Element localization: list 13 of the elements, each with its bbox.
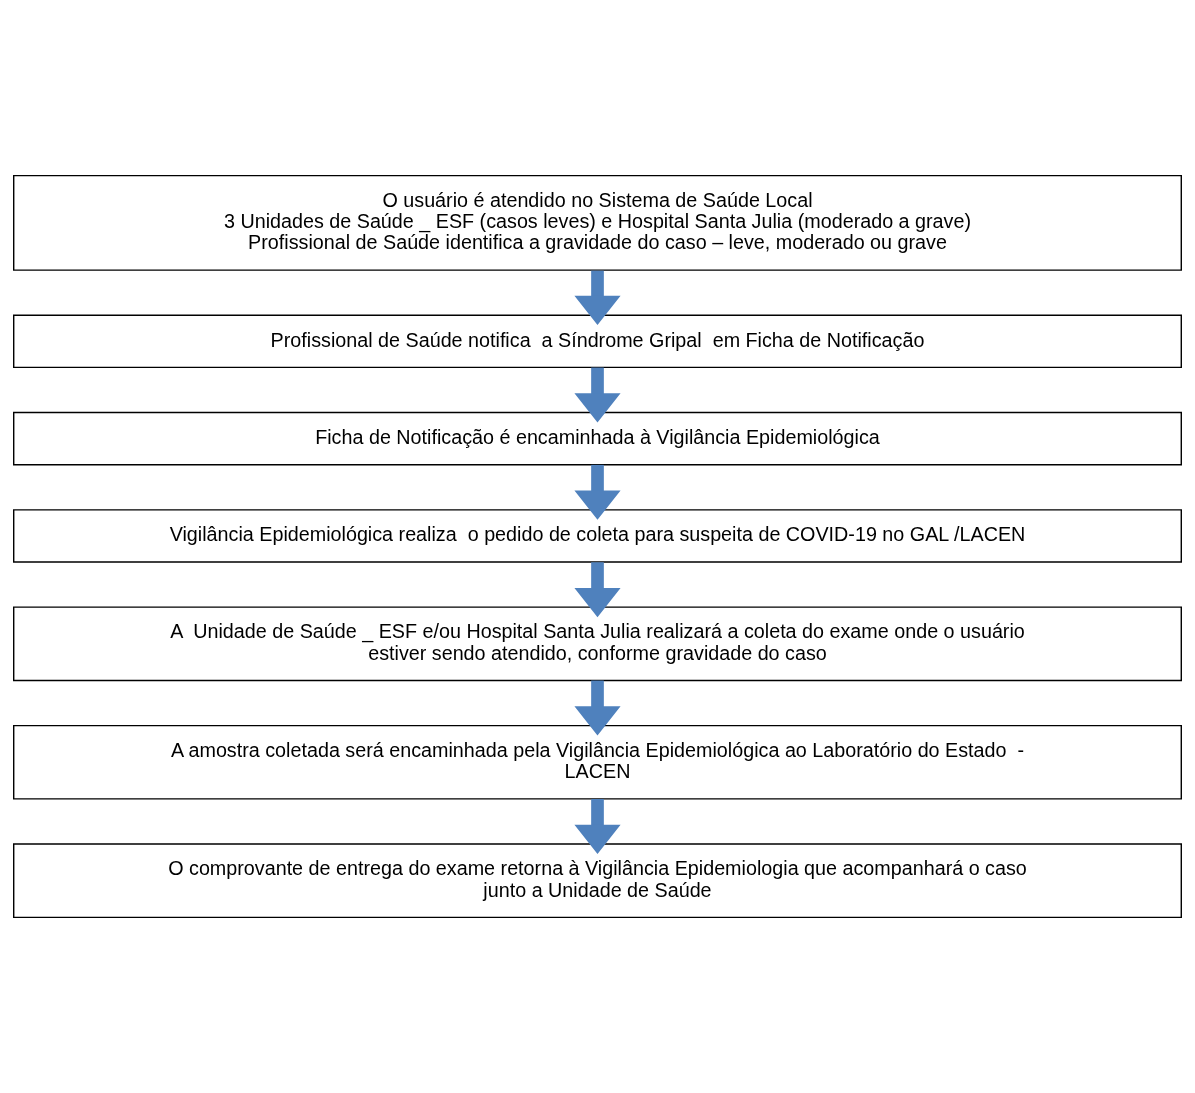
arrow [574,680,621,736]
arrow [574,464,621,520]
node-box: A Unidade de Saúde _ ESF e/ou Hospital Santa Julia realizará a coleta do exame onde o usuário estiver sendo atendido, conforme gravidade do caso [13,606,1182,682]
node-box: Vigilância Epidemiológica realiza o pedido de coleta para suspeita de COVID-19 no GAL /LACEN [13,509,1182,563]
arrow [574,562,621,618]
node-box: Profissional de Saúde notifica a Síndrome Gripal em Ficha de Notificação [13,314,1182,369]
node-box: O usuário é atendido no Sistema de Saúde Local 3 Unidades de Saúde _ ESF (casos leves) e Hospital Santa Julia (moderado a grave) Profissional de Saúde identifica a gravidade do caso – leve, moderado ou grave [13,174,1182,271]
node-box: O comprovante de entrega do exame retorna à Vigilância Epidemiologia que acompanhará o caso junto a Unidade de Saúde [13,843,1182,919]
node-box: Ficha de Notificação é encaminhada à Vigilância Epidemiológica [13,411,1182,466]
arrow [574,367,621,423]
arrow [574,270,621,326]
arrow [574,799,621,855]
node-box: A amostra coletada será encaminhada pela Vigilância Epidemiológica ao Laboratório do Estado - LACEN [13,724,1182,800]
